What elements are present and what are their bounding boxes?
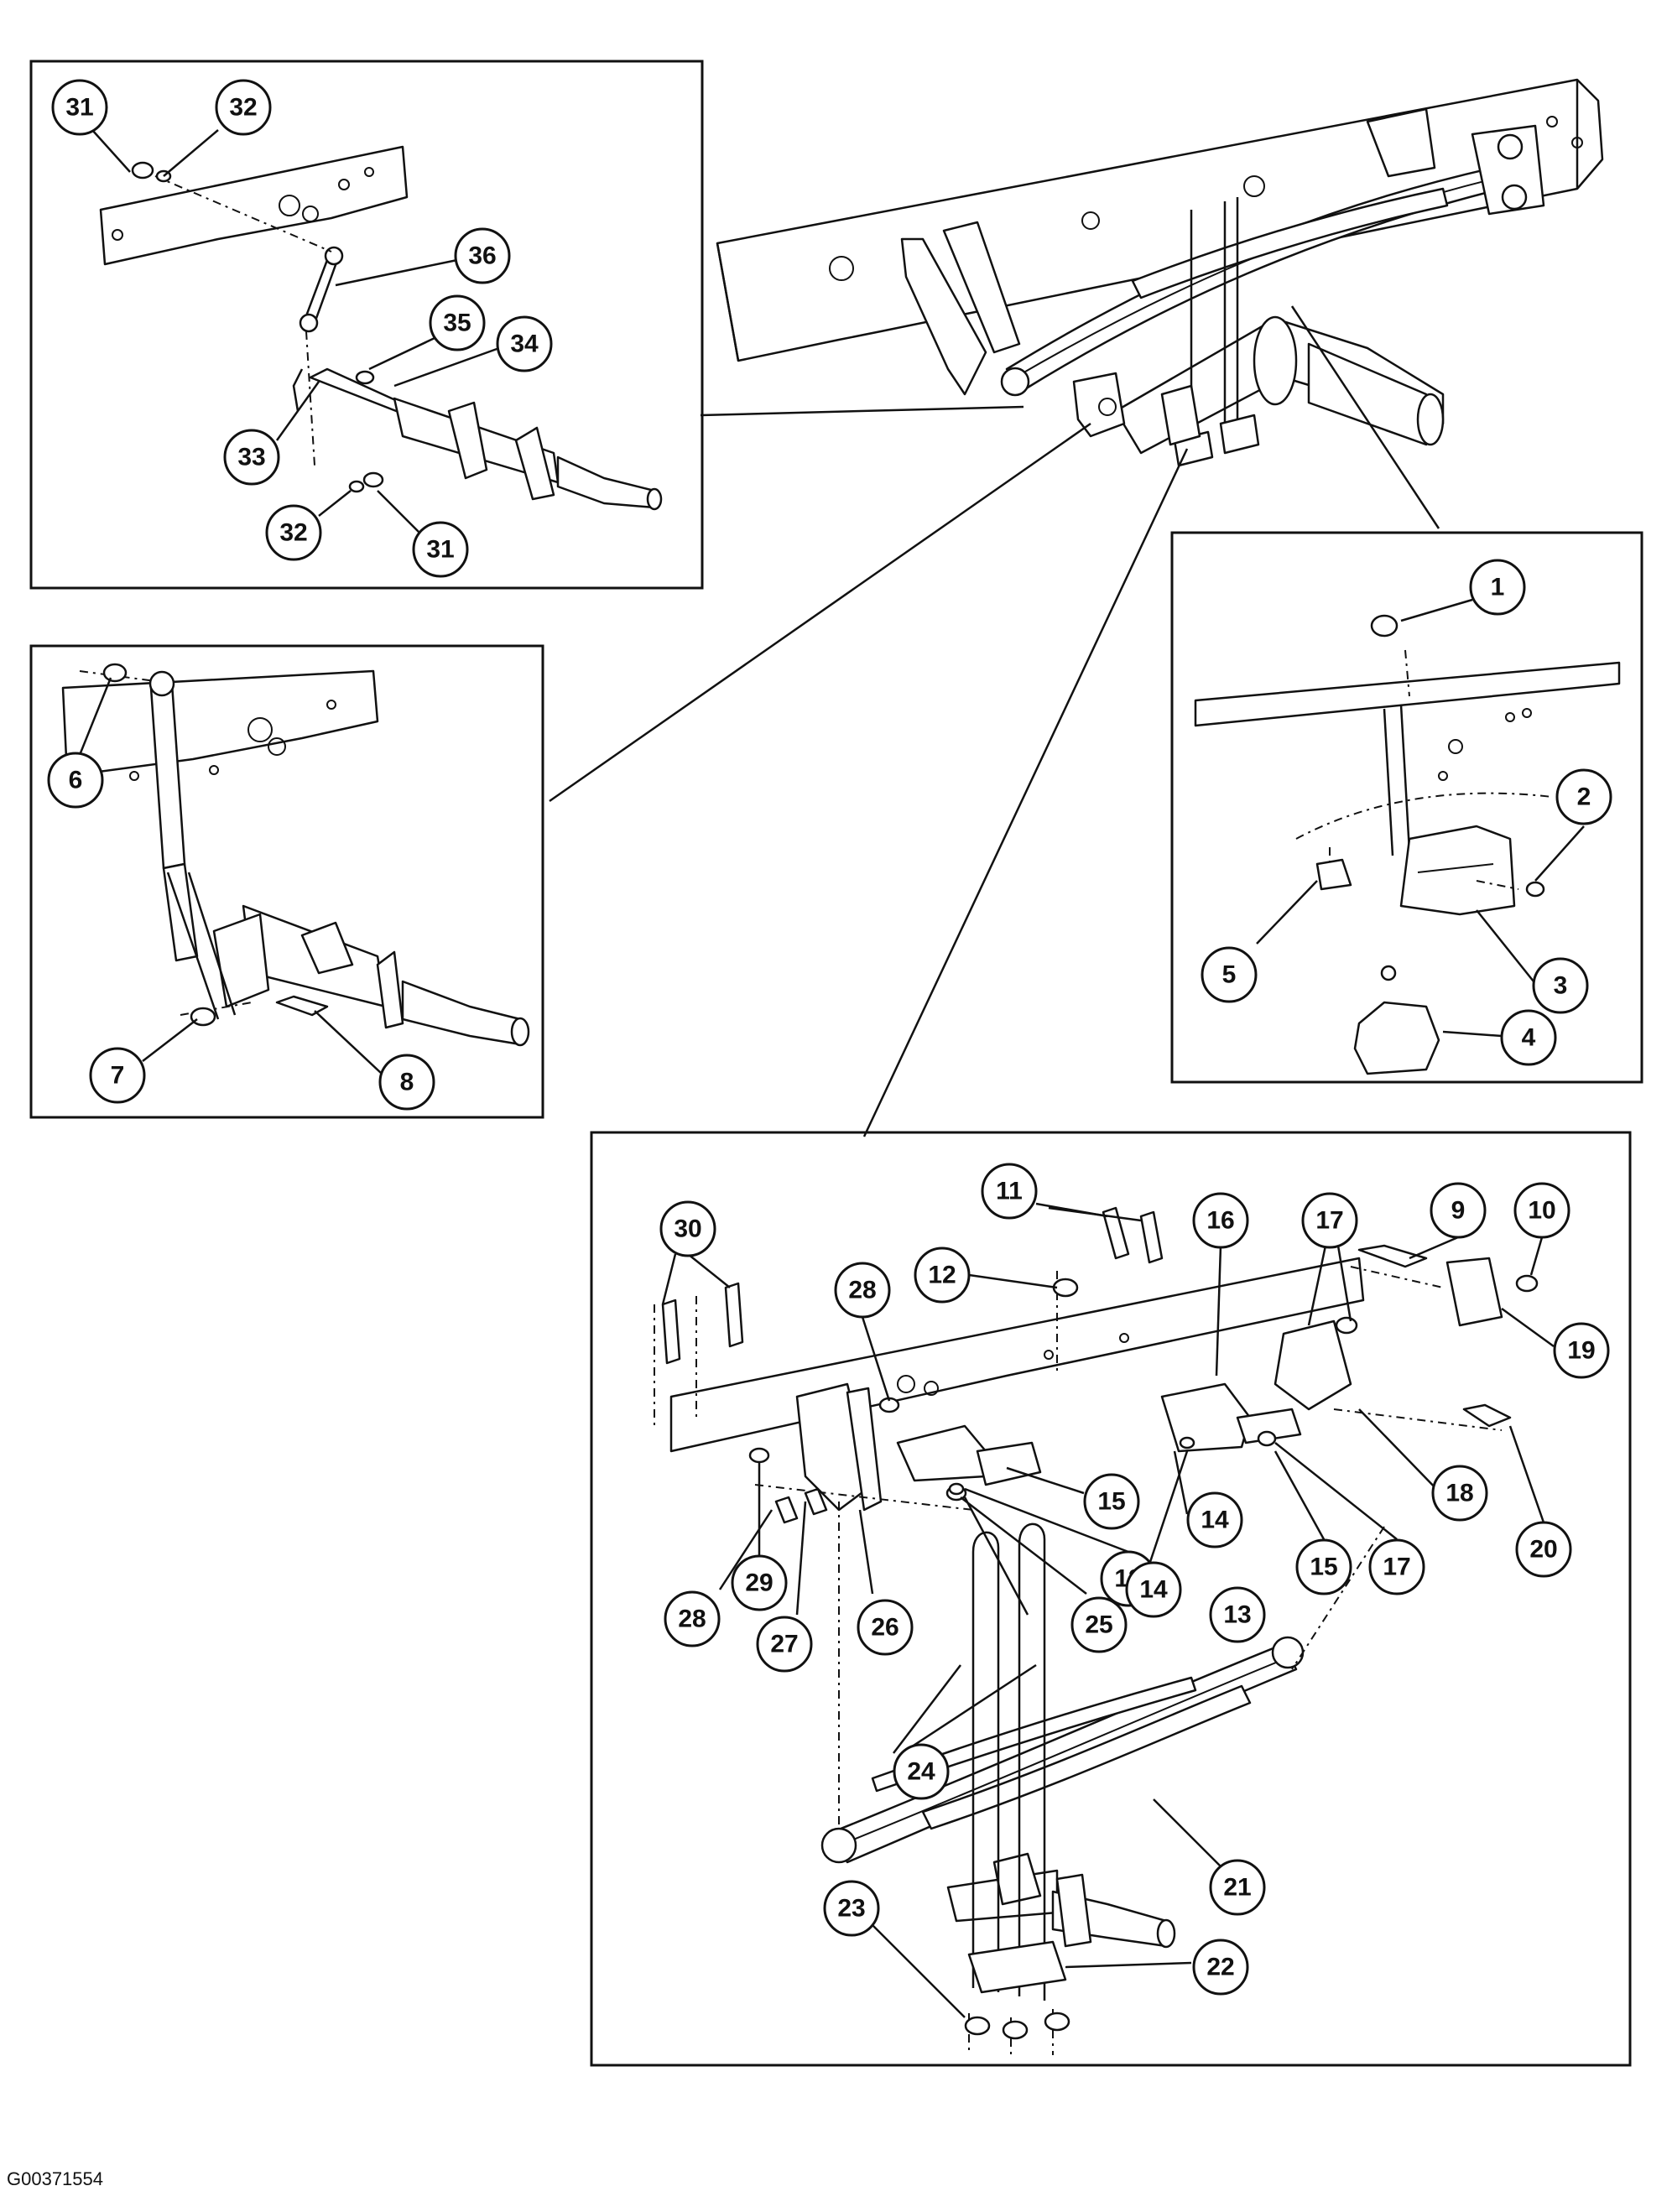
- inset-bumper: [1170, 531, 1643, 1084]
- callout-label: 32: [229, 94, 257, 122]
- callout-bubble: 4: [1500, 1009, 1557, 1066]
- callout-bubble: 12: [914, 1247, 971, 1304]
- callout-bubble: 35: [429, 294, 486, 351]
- callout-label: 36: [468, 242, 496, 270]
- callouts-spring: 30 11 16 17 9 10 12 28 19 15 18 29 14 20…: [659, 1163, 1610, 1996]
- callout-bubble: 29: [731, 1554, 788, 1611]
- callout-bubble: 7: [89, 1047, 146, 1104]
- callout-label: 20: [1529, 1536, 1557, 1564]
- callout-label: 14: [1201, 1507, 1229, 1534]
- callout-label: 23: [837, 1895, 865, 1923]
- callout-bubble: 8: [378, 1054, 435, 1111]
- callout-label: 22: [1206, 1954, 1234, 1981]
- callout-label: 1: [1491, 574, 1505, 601]
- callout-bubble: 24: [893, 1743, 950, 1800]
- callout-bubble: 21: [1209, 1859, 1266, 1916]
- callout-label: 16: [1206, 1207, 1234, 1235]
- callout-bubble: 31: [412, 521, 469, 578]
- callout-label: 25: [1085, 1611, 1112, 1639]
- callout-bubble: 17: [1301, 1192, 1358, 1249]
- main-assembly-illustration: [716, 78, 1604, 467]
- callout-bubble: 15: [1083, 1473, 1140, 1530]
- callout-label: 13: [1223, 1601, 1251, 1629]
- callout-bubble: 33: [223, 429, 280, 486]
- callout-bubble: 19: [1553, 1322, 1610, 1379]
- callout-bubble: 26: [857, 1599, 914, 1656]
- callout-bubble: 31: [51, 79, 108, 136]
- callout-bubble: 23: [823, 1880, 880, 1937]
- callout-label: 14: [1139, 1576, 1168, 1604]
- callout-bubble: 9: [1430, 1182, 1487, 1239]
- callout-bubble: 20: [1515, 1521, 1572, 1578]
- callout-label: 17: [1315, 1207, 1343, 1235]
- callout-bubble: 15: [1295, 1538, 1352, 1595]
- callout-label: 3: [1554, 972, 1568, 1000]
- callout-label: 6: [69, 767, 83, 794]
- figure-id: G00371554: [7, 2168, 103, 2189]
- callout-label: 35: [443, 310, 471, 337]
- callout-label: 34: [510, 330, 539, 358]
- callout-bubble: 27: [756, 1616, 813, 1673]
- callout-label: 15: [1310, 1554, 1337, 1581]
- callout-label: 30: [674, 1215, 701, 1243]
- callout-label: 7: [111, 1062, 125, 1090]
- callout-bubble: 32: [215, 79, 272, 136]
- callout-bubble: 17: [1368, 1538, 1425, 1595]
- callouts-sway-bar: 31 32 36 35 34 33 32 31: [51, 79, 553, 578]
- leader-lines: [78, 129, 1585, 2018]
- callout-bubble: 30: [659, 1200, 716, 1257]
- callout-bubble: 14: [1186, 1491, 1243, 1548]
- callout-bubble: 34: [496, 315, 553, 372]
- callout-label: 28: [678, 1606, 706, 1633]
- callout-bubble: 28: [664, 1590, 721, 1647]
- callout-bubble: 2: [1555, 768, 1612, 825]
- callout-bubble: 6: [47, 752, 104, 809]
- callout-label: 24: [907, 1758, 935, 1786]
- callout-bubble: 11: [981, 1163, 1038, 1220]
- callout-bubble: 10: [1513, 1182, 1570, 1239]
- callout-bubble: 16: [1192, 1192, 1249, 1249]
- callout-label: 5: [1222, 961, 1237, 989]
- callout-label: 29: [745, 1569, 773, 1597]
- callouts-shock: 6 7 8: [47, 752, 435, 1111]
- callout-bubble: 22: [1192, 1939, 1249, 1996]
- callout-label: 10: [1528, 1197, 1555, 1225]
- callout-label: 12: [928, 1262, 956, 1289]
- callout-label: 8: [400, 1069, 414, 1096]
- callout-label: 21: [1223, 1874, 1251, 1902]
- callout-label: 18: [1445, 1480, 1473, 1507]
- callout-label: 4: [1522, 1024, 1536, 1052]
- inset-sway-bar: [29, 60, 704, 590]
- callout-bubble: 28: [834, 1262, 891, 1319]
- callout-label: 9: [1451, 1197, 1466, 1225]
- callout-bubble: 3: [1532, 957, 1589, 1014]
- callout-bubble: 1: [1469, 559, 1526, 616]
- callout-bubble: 14: [1125, 1561, 1182, 1618]
- callout-label: 27: [770, 1631, 798, 1658]
- inset-spring: [590, 1131, 1632, 2067]
- callout-bubble: 13: [1209, 1586, 1266, 1643]
- callout-label: 31: [65, 94, 93, 122]
- callout-label: 33: [237, 444, 265, 471]
- callout-label: 26: [871, 1614, 899, 1642]
- callout-bubble: 18: [1431, 1465, 1488, 1522]
- callout-label: 32: [279, 519, 307, 547]
- callout-bubble: 5: [1201, 946, 1258, 1003]
- callouts-bumper: 1 2 5 3 4: [1201, 559, 1612, 1066]
- callout-label: 28: [848, 1277, 876, 1304]
- callout-label: 17: [1383, 1554, 1410, 1581]
- callout-bubble: 25: [1070, 1596, 1128, 1653]
- inset-shock: [29, 644, 544, 1119]
- callout-label: 15: [1097, 1488, 1125, 1516]
- callout-bubble: 36: [454, 227, 511, 284]
- callout-label: 11: [996, 1178, 1023, 1205]
- callout-label: 19: [1567, 1337, 1595, 1365]
- callout-bubble: 32: [265, 504, 322, 561]
- callout-label: 2: [1577, 783, 1591, 811]
- inset-connector-lines: [549, 305, 1440, 1137]
- callout-label: 31: [426, 536, 454, 564]
